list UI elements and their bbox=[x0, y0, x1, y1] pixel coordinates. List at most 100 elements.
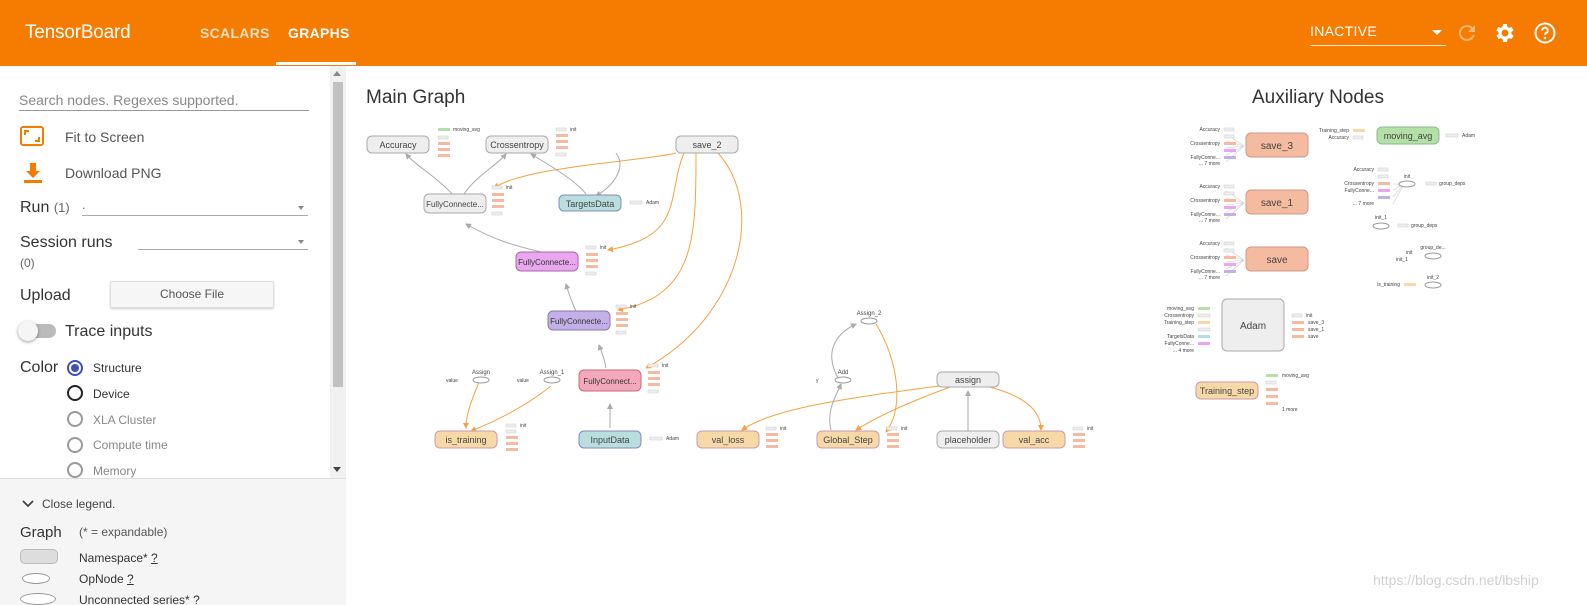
radio-compute-time[interactable] bbox=[67, 437, 83, 453]
status-select[interactable]: INACTIVE bbox=[1310, 16, 1446, 46]
series-stub-targets-adam: Adam bbox=[646, 200, 659, 206]
series-stub-crossentropy-init: init bbox=[570, 127, 577, 133]
edge bbox=[829, 383, 842, 431]
edge bbox=[465, 223, 542, 253]
fit-to-screen-button[interactable]: Fit to Screen bbox=[20, 126, 220, 150]
node-val-acc[interactable]: val_acc bbox=[1002, 430, 1066, 449]
aux-node-save-1[interactable]: save_1 bbox=[1245, 189, 1309, 215]
node-fullyconnected-4[interactable]: FullyConnect... bbox=[578, 369, 642, 392]
radio-xla-cluster[interactable] bbox=[67, 411, 83, 427]
aux-op-init-2[interactable]: init_2 is_training bbox=[1377, 275, 1442, 289]
series-stub-targets: Adam bbox=[629, 200, 659, 206]
node-inputdata[interactable]: InputData bbox=[578, 430, 642, 449]
node-assign[interactable]: assign bbox=[936, 371, 1000, 388]
aux-node-adam[interactable]: Adam bbox=[1221, 298, 1285, 352]
session-runs-select[interactable] bbox=[138, 230, 308, 250]
radio-structure[interactable] bbox=[67, 360, 83, 376]
aux-op-group-deps-1[interactable]: group_deps bbox=[1425, 181, 1466, 187]
search-nodes-input[interactable] bbox=[19, 89, 309, 111]
op-assign-input-label: value bbox=[446, 378, 458, 384]
edge bbox=[741, 383, 955, 431]
op-add[interactable]: Add y bbox=[816, 370, 852, 384]
node-accuracy[interactable]: Accuracy bbox=[366, 135, 430, 154]
series-stub-global-step-init: init bbox=[901, 426, 908, 432]
aux-stub-moving-avg: Training_step Accuracy Adam bbox=[1319, 128, 1475, 141]
scroll-down-icon[interactable] bbox=[333, 467, 341, 472]
node-is-training[interactable]: is_training bbox=[434, 430, 498, 449]
graph-svg[interactable]: Main Graph Auxiliary Nodes bbox=[346, 66, 1587, 605]
aux-stub-training-step-more: 1 more bbox=[1282, 407, 1298, 413]
aux-stub-init-fc: FullyConne... bbox=[1345, 188, 1374, 194]
refresh-icon[interactable] bbox=[1455, 21, 1479, 45]
choose-file-button[interactable]: Choose File bbox=[110, 281, 274, 308]
aux-node-moving-avg[interactable]: moving_avg bbox=[1376, 126, 1440, 145]
download-icon bbox=[24, 163, 42, 183]
aux-stub-training-step: moving_avg 1 more bbox=[1265, 373, 1309, 413]
legend-namespace: Namespace* ? bbox=[79, 551, 158, 565]
legend-opnode-help-link[interactable]: ? bbox=[127, 572, 134, 586]
radio-device[interactable] bbox=[67, 385, 83, 401]
node-targetsdata[interactable]: TargetsData bbox=[558, 194, 622, 212]
aux-op-init[interactable]: init bbox=[1398, 174, 1416, 188]
series-stub-fc3: init bbox=[615, 304, 637, 335]
aux-node-adam-label: Adam bbox=[1240, 321, 1266, 332]
close-legend-button[interactable]: Close legend. bbox=[22, 497, 132, 513]
node-fullyconnected-2-label: FullyConnecte... bbox=[518, 258, 576, 267]
run-select[interactable]: . bbox=[82, 196, 308, 216]
help-icon[interactable] bbox=[1533, 21, 1557, 45]
scrollbar-thumb[interactable] bbox=[333, 82, 343, 387]
aux-stub-save-more: ... 7 more bbox=[1199, 275, 1220, 281]
radio-xla-cluster-label: XLA Cluster bbox=[93, 413, 157, 427]
series-stub-val-loss-init: init bbox=[780, 426, 787, 432]
toggle-knob bbox=[18, 321, 38, 341]
aux-op-group-deps-3-label: group_de... bbox=[1420, 245, 1445, 251]
series-stub-fc3-init: init bbox=[630, 304, 637, 310]
op-assign[interactable]: Assign value bbox=[446, 370, 490, 384]
tab-graphs[interactable]: GRAPHS bbox=[288, 25, 350, 41]
legend-unconnected-series-help-link[interactable]: ? bbox=[193, 593, 200, 605]
edge bbox=[645, 152, 743, 369]
opnode-legend-swatch bbox=[22, 573, 50, 584]
aux-op-init-1[interactable]: init_1 group_deps bbox=[1372, 215, 1438, 230]
legend-namespace-help-link[interactable]: ? bbox=[151, 551, 158, 565]
op-assign-1[interactable]: Assign_1 value bbox=[517, 370, 565, 384]
legend-unconnected-series: Unconnected series* ? bbox=[79, 593, 200, 605]
node-val-loss-label: val_loss bbox=[712, 435, 745, 445]
op-add-input-label: y bbox=[816, 378, 819, 384]
radio-device-label: Device bbox=[93, 387, 130, 401]
scroll-up-icon[interactable] bbox=[333, 71, 341, 76]
node-crossentropy[interactable]: Crossentropy bbox=[485, 135, 549, 154]
graph-canvas[interactable]: Main Graph Auxiliary Nodes bbox=[346, 66, 1587, 605]
aux-stub-adam-moving-avg: moving_avg bbox=[1167, 306, 1194, 312]
node-accuracy-label: Accuracy bbox=[379, 140, 417, 150]
aux-op-init-2-label: init_2 bbox=[1427, 275, 1439, 281]
legend-namespace-label: Namespace* bbox=[79, 551, 148, 565]
settings-icon[interactable] bbox=[1493, 21, 1517, 45]
aux-op-group-deps-3[interactable]: group_de... init init_1 bbox=[1396, 245, 1446, 263]
node-val-loss[interactable]: val_loss bbox=[696, 430, 760, 449]
node-global-step[interactable]: Global_Step bbox=[816, 430, 880, 449]
radio-memory[interactable] bbox=[67, 462, 83, 478]
node-fullyconnected-2[interactable]: FullyConnecte... bbox=[515, 251, 579, 272]
series-stub-fc2-init: init bbox=[600, 245, 607, 251]
series-stub-accuracy-moving-avg: moving_avg bbox=[453, 127, 480, 133]
aux-node-save-3[interactable]: save_3 bbox=[1245, 132, 1309, 158]
aux-op-init-1-label: init_1 bbox=[1375, 215, 1387, 221]
run-count: (1) bbox=[53, 200, 70, 215]
aux-stub-init-more: ... 7 more bbox=[1353, 201, 1374, 207]
node-fullyconnected-4-label: FullyConnect... bbox=[583, 377, 636, 386]
series-stub-val-acc: init bbox=[1072, 426, 1094, 448]
node-save-2-label: save_2 bbox=[692, 140, 721, 150]
download-png-button[interactable]: Download PNG bbox=[20, 162, 220, 186]
aux-node-save[interactable]: save bbox=[1245, 246, 1309, 272]
aux-op-group-deps-1-label: group_deps bbox=[1439, 181, 1466, 187]
node-placeholder[interactable]: placeholder bbox=[936, 430, 1000, 449]
node-fullyconnected-3[interactable]: FullyConnecte... bbox=[547, 310, 611, 331]
legend-graph-heading: Graph bbox=[20, 524, 62, 541]
node-save-2[interactable]: save_2 bbox=[675, 135, 739, 154]
tab-scalars[interactable]: SCALARS bbox=[200, 25, 270, 41]
aux-node-training-step[interactable]: Training_step bbox=[1195, 381, 1259, 400]
op-assign-2[interactable]: Assign_2 bbox=[857, 311, 882, 325]
node-fullyconnected-1[interactable]: FullyConnecte... bbox=[423, 193, 487, 214]
aux-stub-adam-inputs: moving_avg Crossentropy Training_step Ta… bbox=[1164, 306, 1211, 354]
